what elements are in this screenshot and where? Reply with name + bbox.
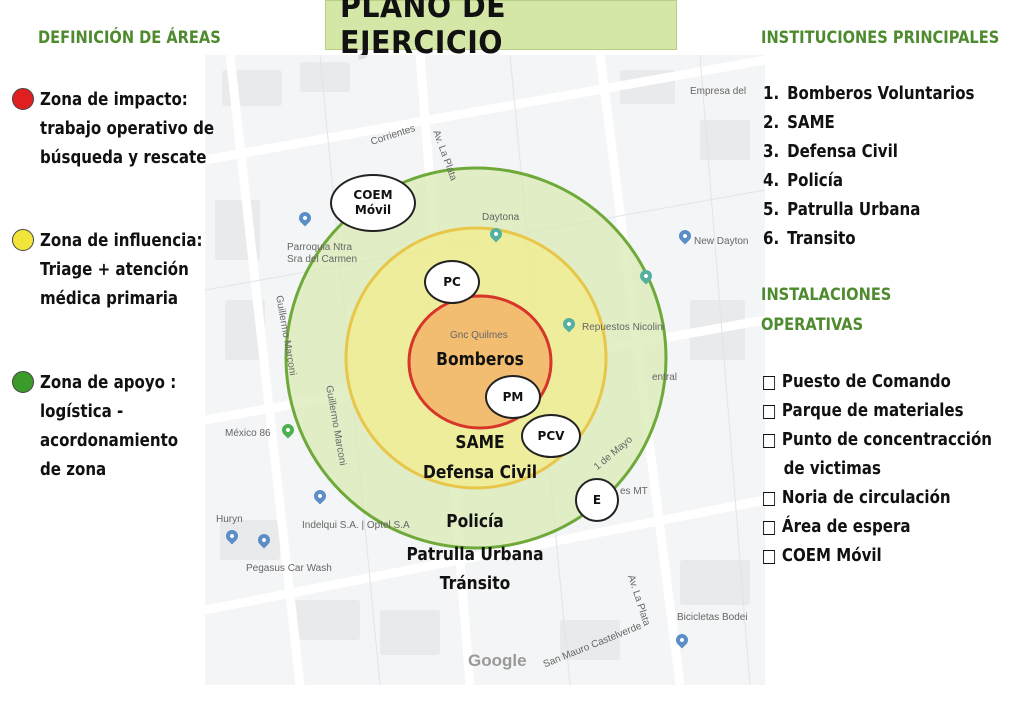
marker-coem-line2: Móvil xyxy=(354,203,392,217)
checkbox-icon xyxy=(763,549,776,564)
poi-label-empresa: Empresa del xyxy=(690,86,747,97)
institution-item: 6. Transito xyxy=(763,225,974,254)
zone-support-line4: de zona xyxy=(40,460,107,480)
marker-e: E xyxy=(575,478,619,522)
installation-item: Parque de materiales xyxy=(763,397,992,426)
zone-label-patrulla: Patrulla Urbana xyxy=(406,544,544,565)
poi-label-bicicletas: Bicicletas Bodei xyxy=(677,612,748,623)
institution-number: 2. xyxy=(763,113,780,133)
institution-item: 5. Patrulla Urbana xyxy=(763,196,974,225)
zone-label-defensa-civil: Defensa Civil xyxy=(422,462,538,483)
zone-impact-line3: búsqueda y rescate xyxy=(40,148,207,168)
checkbox-icon xyxy=(763,491,776,506)
zone-label-transito: Tránsito xyxy=(439,573,511,594)
institution-number: 1. xyxy=(763,84,780,104)
institution-number: 6. xyxy=(763,229,780,249)
zone-impact-line2: trabajo operativo de xyxy=(40,119,215,139)
institution-number: 4. xyxy=(763,171,780,191)
installation-label: de victimas xyxy=(783,459,881,479)
checkbox-icon xyxy=(763,404,776,419)
zone-support-definition: Zona de apoyo : logística - acordonamien… xyxy=(12,369,201,485)
zone-label-policia: Policía xyxy=(446,511,504,532)
institution-item: 3. Defensa Civil xyxy=(763,138,974,167)
installation-item: Puesto de Comando xyxy=(763,368,992,397)
installations-list: Puesto de Comando Parque de materiales P… xyxy=(763,368,992,571)
institution-label: Defensa Civil xyxy=(787,142,898,162)
institution-label: Transito xyxy=(787,229,856,249)
zone-influence-line2: Triage + atención xyxy=(40,260,189,280)
institutions-heading: INSTITUCIONES PRINCIPALES xyxy=(761,28,1000,48)
zone-impact-line1: Zona de impacto: xyxy=(40,90,188,110)
zone-support-line3: acordonamiento xyxy=(40,431,179,451)
installation-item: Área de espera xyxy=(763,513,992,542)
institution-item: 4. Policía xyxy=(763,167,974,196)
installation-label: COEM Móvil xyxy=(781,546,882,566)
checkbox-icon xyxy=(763,520,776,535)
poi-label-mt: es MT xyxy=(620,486,648,497)
zone-label-bomberos: Bomberos xyxy=(436,349,524,370)
zone-support-line1: Zona de apoyo : xyxy=(40,373,177,393)
poi-label-indelqui: Indelqui S.A. | Optel S.A xyxy=(302,520,410,531)
zone-influence-definition: Zona de influencia: Triage + atención mé… xyxy=(12,227,229,314)
institution-label: Patrulla Urbana xyxy=(787,200,921,220)
poi-label-pegasus: Pegasus Car Wash xyxy=(246,563,332,574)
installation-item-continued: de victimas xyxy=(763,455,992,484)
green-zone-dot-icon xyxy=(12,371,34,393)
installation-item: Noria de circulación xyxy=(763,484,992,513)
installation-label: Área de espera xyxy=(781,517,911,537)
institution-item: 2. SAME xyxy=(763,109,974,138)
zone-impact-text: Zona de impacto: trabajo operativo de bú… xyxy=(40,86,214,173)
institution-item: 1. Bomberos Voluntarios xyxy=(763,80,974,109)
areas-heading: DEFINICIÓN DE ÁREAS xyxy=(38,28,221,48)
zone-support-text: Zona de apoyo : logística - acordonamien… xyxy=(40,369,178,485)
poi-label-parroquia: Parroquia Ntra Sra del Carmen xyxy=(287,242,358,265)
checkbox-icon xyxy=(763,433,776,448)
marker-coem-movil: COEM Móvil xyxy=(330,174,416,232)
zone-label-same: SAME xyxy=(455,432,505,453)
red-zone-dot-icon xyxy=(12,88,34,110)
poi-label-repuestos: Repuestos Nicolini xyxy=(582,322,665,333)
zone-influence-text: Zona de influencia: Triage + atención mé… xyxy=(40,227,203,314)
zone-support-line2: logística - xyxy=(40,402,124,422)
poi-label-mexico: México 86 xyxy=(225,428,271,439)
marker-pc: PC xyxy=(424,260,480,304)
institution-label: Policía xyxy=(787,171,844,191)
institution-label: SAME xyxy=(787,113,835,133)
institution-label: Bomberos Voluntarios xyxy=(787,84,975,104)
installation-label: Noria de circulación xyxy=(781,488,951,508)
zone-impact-definition: Zona de impacto: trabajo operativo de bú… xyxy=(12,86,242,173)
poi-label-new-dayton: New Dayton xyxy=(694,236,749,247)
yellow-zone-dot-icon xyxy=(12,229,34,251)
institution-number: 5. xyxy=(763,200,780,220)
marker-pm: PM xyxy=(485,375,541,419)
institution-number: 3. xyxy=(763,142,780,162)
checkbox-icon xyxy=(763,375,776,390)
installation-item: COEM Móvil xyxy=(763,542,992,571)
installation-item: Punto de concentracción xyxy=(763,426,992,455)
marker-pcv: PCV xyxy=(521,414,581,458)
marker-coem-line1: COEM xyxy=(353,188,393,202)
institutions-list: 1. Bomberos Voluntarios 2. SAME 3. Defensa … xyxy=(763,80,974,254)
poi-label-daytona: Daytona xyxy=(482,212,520,223)
installations-heading-line1: INSTALACIONES xyxy=(761,285,892,305)
poi-label-entral: entral xyxy=(652,372,678,383)
zone-influence-line3: médica primaria xyxy=(40,289,179,309)
installation-label: Punto de concentracción xyxy=(781,430,993,450)
poi-label-huryn: Huryn xyxy=(216,514,243,525)
zone-influence-line1: Zona de influencia: xyxy=(40,231,203,251)
poi-label-gnc: Gnc Quilmes xyxy=(450,330,508,341)
installations-heading-line2: OPERATIVAS xyxy=(761,315,864,335)
google-logo: Google xyxy=(468,651,527,670)
installation-label: Parque de materiales xyxy=(781,401,964,421)
installation-label: Puesto de Comando xyxy=(781,372,951,392)
